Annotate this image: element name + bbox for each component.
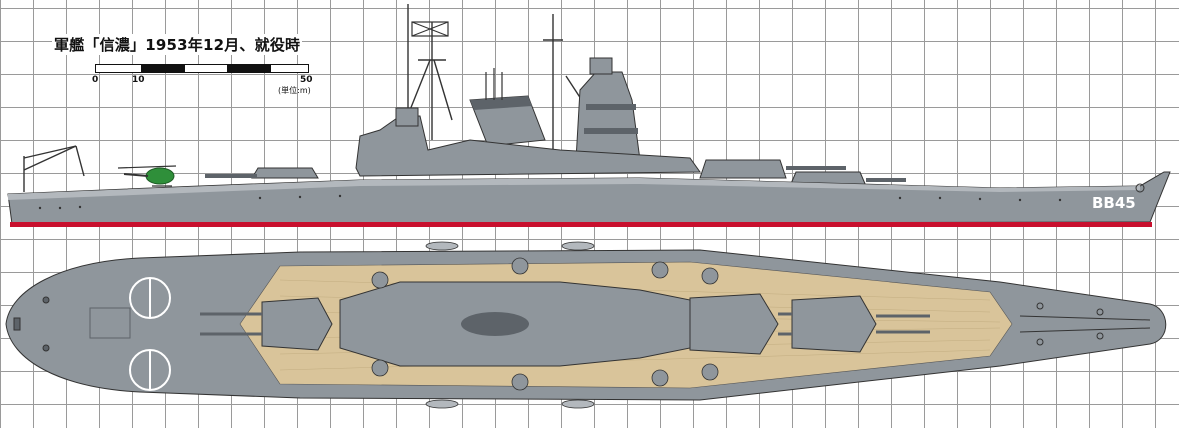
aft-superstructure <box>355 115 701 177</box>
drawing-title: 軍艦「信濃」1953年12月、就役時 <box>52 34 303 55</box>
turret-icon <box>261 293 877 355</box>
hull-number: BB45 <box>1092 194 1136 212</box>
scale-bar-track <box>95 64 309 73</box>
scale-unit-label: (単位:m) <box>278 86 311 95</box>
bridge-tower <box>575 71 641 161</box>
boat-icon <box>425 241 595 409</box>
top-view <box>5 241 1167 409</box>
side-profile: BB45 <box>7 4 1171 227</box>
scale-bar: 0 10 50 (単位:m) <box>92 64 325 104</box>
scale-label-10: 10 <box>132 75 145 85</box>
helipad <box>129 277 171 391</box>
crane-icon <box>23 145 85 192</box>
helicopter-icon <box>117 165 177 187</box>
anchor-icon <box>1019 302 1151 346</box>
secondary-turrets <box>371 257 719 391</box>
mast-icon <box>407 4 601 150</box>
portholes <box>38 194 1062 210</box>
anchor-icon <box>1135 183 1145 193</box>
scale-segment <box>227 65 271 72</box>
scale-label-50: 50 <box>300 75 313 85</box>
scale-label-0: 0 <box>92 75 99 85</box>
waterline-stripe <box>10 222 1152 227</box>
radar-antenna <box>411 21 449 37</box>
scale-segment <box>141 65 185 72</box>
